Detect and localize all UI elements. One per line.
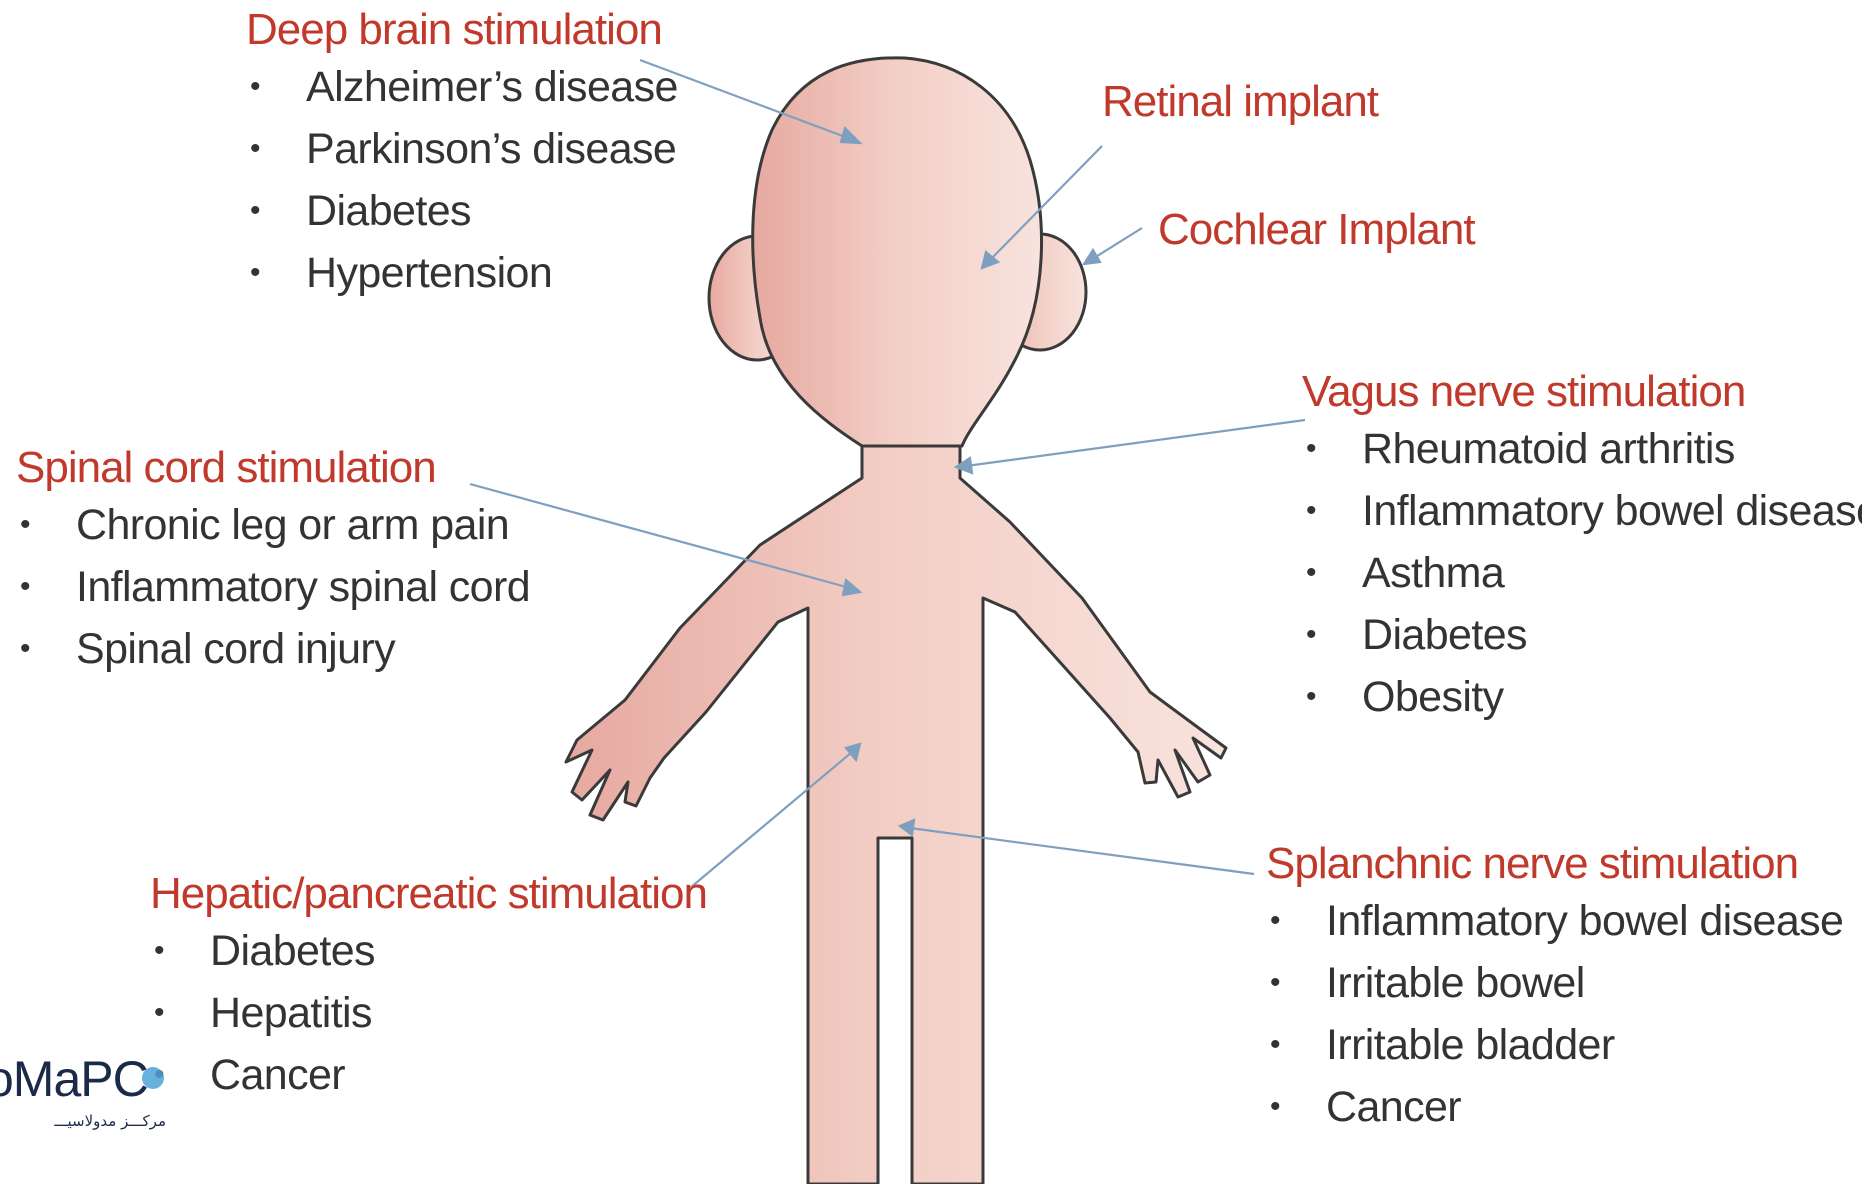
list-item: Chronic leg or arm pain [16, 494, 530, 556]
hepatic-list: Diabetes Hepatitis Cancer [150, 920, 707, 1106]
list-item: Asthma [1302, 542, 1862, 604]
list-item: Irritable bladder [1266, 1014, 1843, 1076]
spinal-list: Chronic leg or arm pain Inflammatory spi… [16, 494, 530, 680]
cochlear-title: Cochlear Implant [1158, 204, 1475, 256]
list-item: Diabetes [246, 180, 678, 242]
logo-subtext: مرکـــز مدولاسیـــ [53, 1112, 166, 1130]
arrowhead-cochlear [1084, 250, 1100, 264]
list-item: Obesity [1302, 666, 1862, 728]
list-item: Inflammatory bowel disease [1302, 480, 1862, 542]
list-item: Diabetes [150, 920, 707, 982]
splanchnic-group: Splanchnic nerve stimulation Inflammator… [1266, 838, 1843, 1138]
deep-brain-title: Deep brain stimulation [246, 4, 678, 56]
deep-brain-list: Alzheimer’s disease Parkinson’s disease … [246, 56, 678, 304]
list-item: Rheumatoid arthritis [1302, 418, 1862, 480]
list-item: Inflammatory bowel disease [1266, 890, 1843, 952]
hepatic-group: Hepatic/pancreatic stimulation Diabetes … [150, 868, 707, 1106]
retinal-group: Retinal implant [1102, 76, 1378, 128]
deep-brain-group: Deep brain stimulation Alzheimer’s disea… [246, 4, 678, 304]
list-item: Hypertension [246, 242, 678, 304]
list-item: Diabetes [1302, 604, 1862, 666]
list-item: Alzheimer’s disease [246, 56, 678, 118]
logo-globe-icon [142, 1067, 164, 1089]
spinal-group: Spinal cord stimulation Chronic leg or a… [16, 442, 530, 680]
list-item: Spinal cord injury [16, 618, 530, 680]
arrow-cochlear [1094, 228, 1142, 258]
splanchnic-title: Splanchnic nerve stimulation [1266, 838, 1843, 890]
vagus-title: Vagus nerve stimulation [1302, 366, 1862, 418]
list-item: Irritable bowel [1266, 952, 1843, 1014]
vagus-list: Rheumatoid arthritis Inflammatory bowel … [1302, 418, 1862, 728]
hepatic-title: Hepatic/pancreatic stimulation [150, 868, 707, 920]
list-item: Cancer [150, 1044, 707, 1106]
list-item: Inflammatory spinal cord [16, 556, 530, 618]
list-item: Hepatitis [150, 982, 707, 1044]
splanchnic-list: Inflammatory bowel disease Irritable bow… [1266, 890, 1843, 1138]
spinal-title: Spinal cord stimulation [16, 442, 530, 494]
list-item: Cancer [1266, 1076, 1843, 1138]
retinal-title: Retinal implant [1102, 76, 1378, 128]
arrow-vagus [966, 420, 1305, 466]
cochlear-group: Cochlear Implant [1158, 204, 1475, 256]
list-item: Parkinson’s disease [246, 118, 678, 180]
logo-text: oMaPC [0, 1051, 148, 1107]
watermark-logo: oMaPC مرکـــز مدولاسیـــ [0, 1048, 170, 1138]
vagus-group: Vagus nerve stimulation Rheumatoid arthr… [1302, 366, 1862, 728]
